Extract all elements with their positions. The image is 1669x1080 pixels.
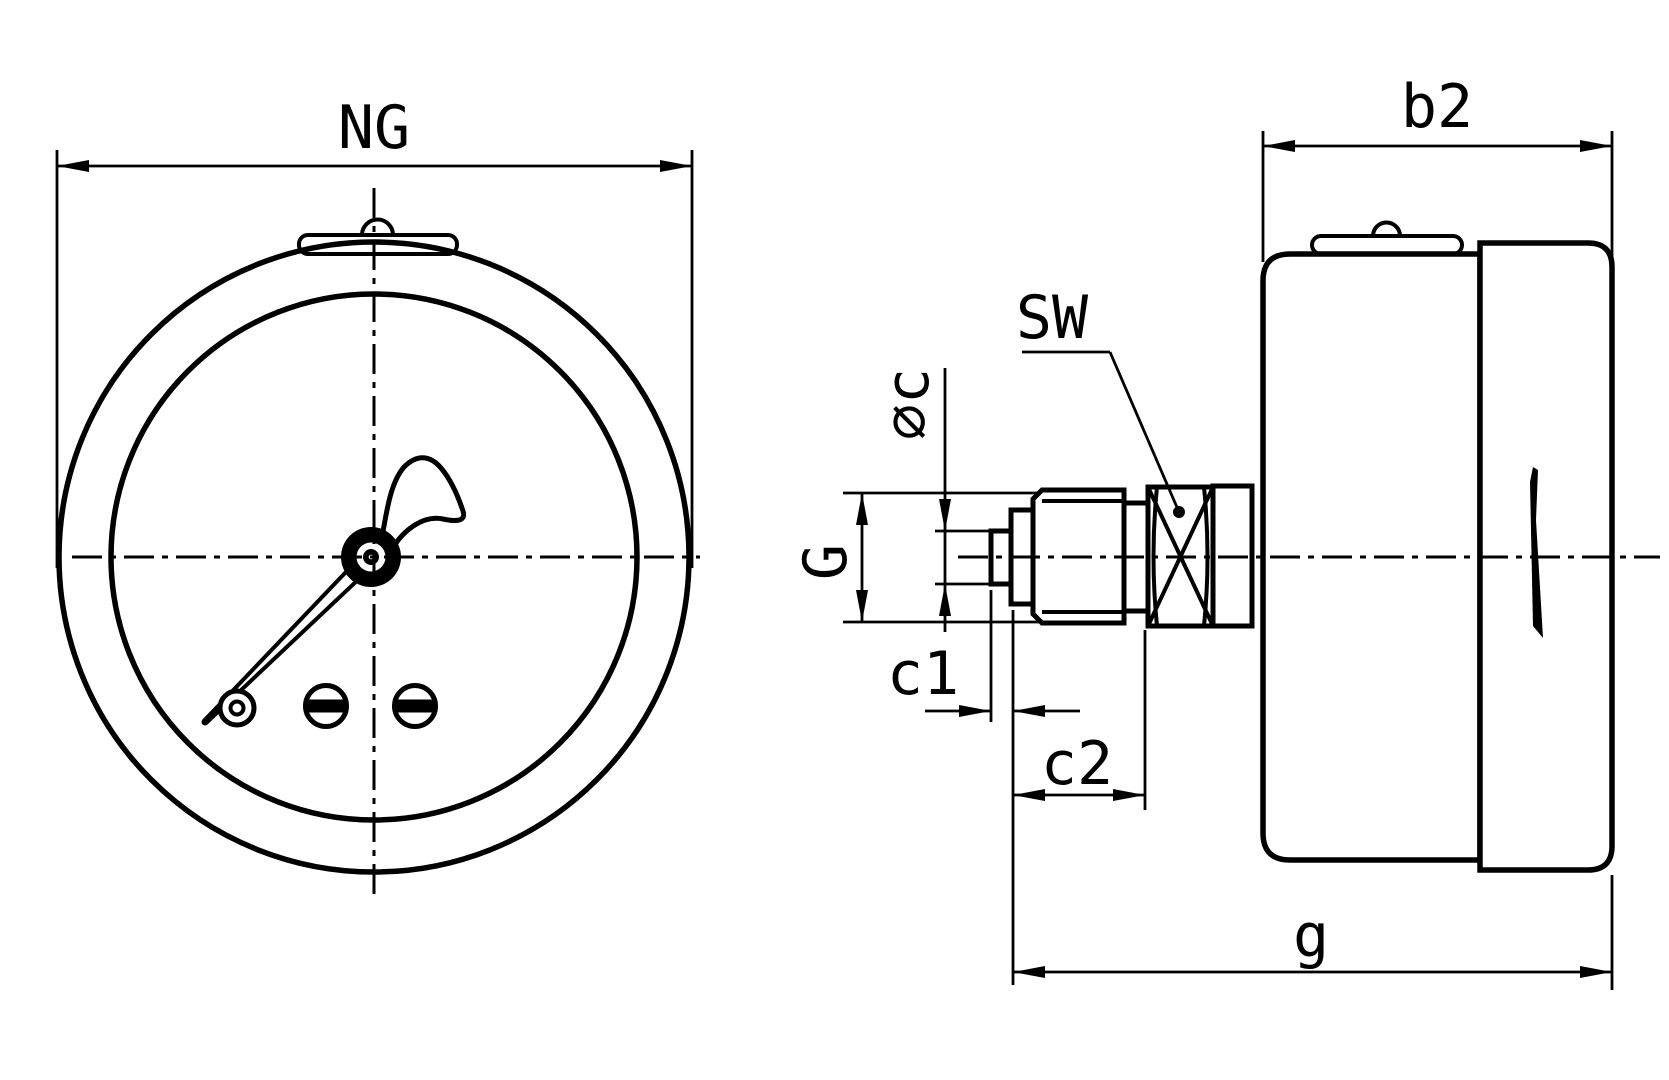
side-blowout-cap <box>1310 234 1464 256</box>
dimension-dia-c: ⌀c <box>873 368 991 632</box>
side-case-body <box>1260 251 1483 863</box>
dial-screw-left <box>303 683 349 729</box>
dimension-ng: NG <box>55 93 694 568</box>
dimension-sw: SW <box>1016 283 1185 518</box>
pointer-counterweight <box>378 455 467 554</box>
label-c1: c1 <box>887 639 959 709</box>
dimension-c2: c2 <box>1013 630 1147 810</box>
label-g-total: g <box>1293 901 1329 971</box>
side-view: b2 SW ⌀c G <box>791 72 1660 990</box>
dial-screw-right <box>392 683 438 729</box>
label-b2: b2 <box>1401 72 1473 142</box>
blowout-cap <box>297 233 459 256</box>
label-ng: NG <box>338 93 410 163</box>
blowout-knob <box>360 217 395 236</box>
dimension-g-total: g <box>1013 875 1614 990</box>
side-blowout-knob <box>1371 220 1402 237</box>
side-pointer-edge <box>1530 467 1543 638</box>
label-g-thread: G <box>791 544 861 580</box>
dimension-thread-g: G <box>791 491 1040 624</box>
label-c2: c2 <box>1041 729 1113 799</box>
dimension-c1: c1 <box>887 590 1080 985</box>
front-view: NG <box>55 93 700 897</box>
pointer-stop-pin <box>217 688 257 728</box>
dimension-b2: b2 <box>1261 72 1614 262</box>
label-dia-c: ⌀c <box>873 368 943 440</box>
label-sw: SW <box>1016 283 1089 353</box>
